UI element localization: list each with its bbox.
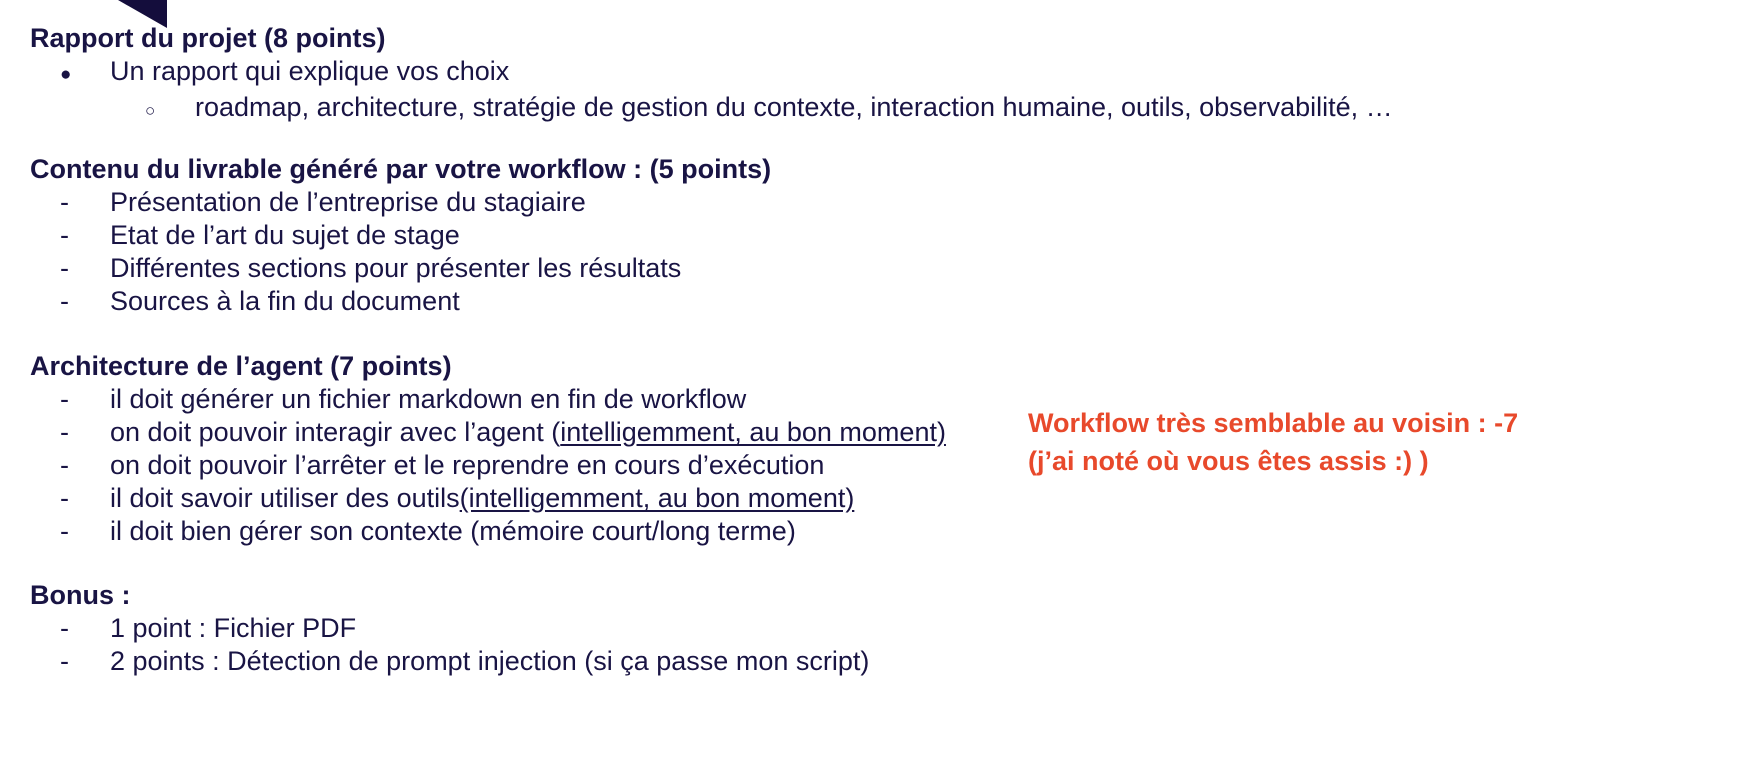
section-contenu-du-livrable: Contenu du livrable généré par votre wor…	[0, 153, 1010, 318]
list-item: - Sources à la fin du document	[0, 285, 1010, 318]
annotation-line-1: Workflow très semblable au voisin : -7	[1028, 408, 1519, 438]
list-item: - on doit pouvoir l’arrêter et le repren…	[0, 449, 1010, 482]
list-item-label: Etat de l’art du sujet de stage	[110, 220, 460, 250]
dash-bullet-icon: -	[60, 187, 69, 217]
dash-bullet-icon: -	[60, 220, 69, 250]
dash-bullet-icon: -	[60, 646, 69, 676]
list-item-label-underlined: intelligemment, au bon moment)	[560, 417, 946, 447]
list-item-label: 1 point : Fichier PDF	[110, 613, 357, 643]
list-item-label: Présentation de l’entreprise du stagiair…	[110, 187, 586, 217]
list-item: - il doit générer un fichier markdown en…	[0, 383, 1010, 416]
dash-bullet-icon: -	[60, 483, 69, 513]
dash-bullet-icon: -	[60, 286, 69, 316]
list-item: - Etat de l’art du sujet de stage	[0, 219, 1010, 252]
list-item-label: Sources à la fin du document	[110, 286, 460, 316]
list-item: ● Un rapport qui explique vos choix	[0, 55, 1010, 91]
section-heading: Contenu du livrable généré par votre wor…	[30, 154, 772, 184]
list-item: - 2 points : Détection de prompt injecti…	[0, 645, 1010, 678]
list-item-label-prefix: il doit savoir utiliser des outils	[110, 483, 460, 513]
section-heading: Bonus :	[30, 580, 131, 610]
section-heading: Rapport du projet (8 points)	[30, 23, 386, 53]
list-item-label: Un rapport qui explique vos choix	[110, 56, 510, 86]
section-bonus: Bonus : - 1 point : Fichier PDF - 2 poin…	[0, 579, 1010, 678]
section-rapport-du-projet: Rapport du projet (8 points) ● Un rappor…	[0, 22, 1393, 127]
list-item-label: on doit pouvoir l’arrêter et le reprendr…	[110, 450, 825, 480]
list-item: - il doit savoir utiliser des outils (in…	[0, 482, 1010, 515]
section-heading: Architecture de l’agent (7 points)	[30, 351, 452, 381]
dash-bullet-icon: -	[60, 450, 69, 480]
list-item-label: il doit générer un fichier markdown en f…	[110, 384, 747, 414]
section-architecture-de-lagent: Architecture de l’agent (7 points) - il …	[0, 350, 1010, 548]
dash-bullet-icon: -	[60, 253, 69, 283]
instructor-annotation: Workflow très semblable au voisin : -7 (…	[1028, 404, 1588, 480]
dash-bullet-icon: -	[60, 613, 69, 643]
dash-bullet-icon: -	[60, 417, 69, 447]
list-item-label: roadmap, architecture, stratégie de gest…	[195, 92, 1393, 122]
dash-bullet-icon: -	[60, 516, 69, 546]
list-item-label: Différentes sections pour présenter les …	[110, 253, 682, 283]
list-item: ○ roadmap, architecture, stratégie de ge…	[0, 91, 1393, 127]
list-item-label-underlined: (intelligemment, au bon moment)	[459, 483, 855, 513]
disc-bullet-icon: ●	[60, 64, 72, 85]
list-item: - 1 point : Fichier PDF	[0, 612, 1010, 645]
list-item: - on doit pouvoir interagir avec l’agent…	[0, 416, 1010, 449]
list-item-label: il doit bien gérer son contexte (mémoire…	[110, 516, 796, 546]
list-item: - il doit bien gérer son contexte (mémoi…	[0, 515, 1010, 548]
list-item-label: 2 points : Détection de prompt injection…	[110, 646, 870, 676]
corner-triangle-decoration	[118, 0, 167, 28]
dash-bullet-icon: -	[60, 384, 69, 414]
annotation-line-2: (j’ai noté où vous êtes assis :) )	[1028, 446, 1429, 476]
list-item-label-prefix: on doit pouvoir interagir avec l’agent (	[110, 417, 561, 447]
list-item: - Différentes sections pour présenter le…	[0, 252, 1010, 285]
list-item: - Présentation de l’entreprise du stagia…	[0, 186, 1010, 219]
circle-bullet-icon: ○	[145, 101, 156, 120]
